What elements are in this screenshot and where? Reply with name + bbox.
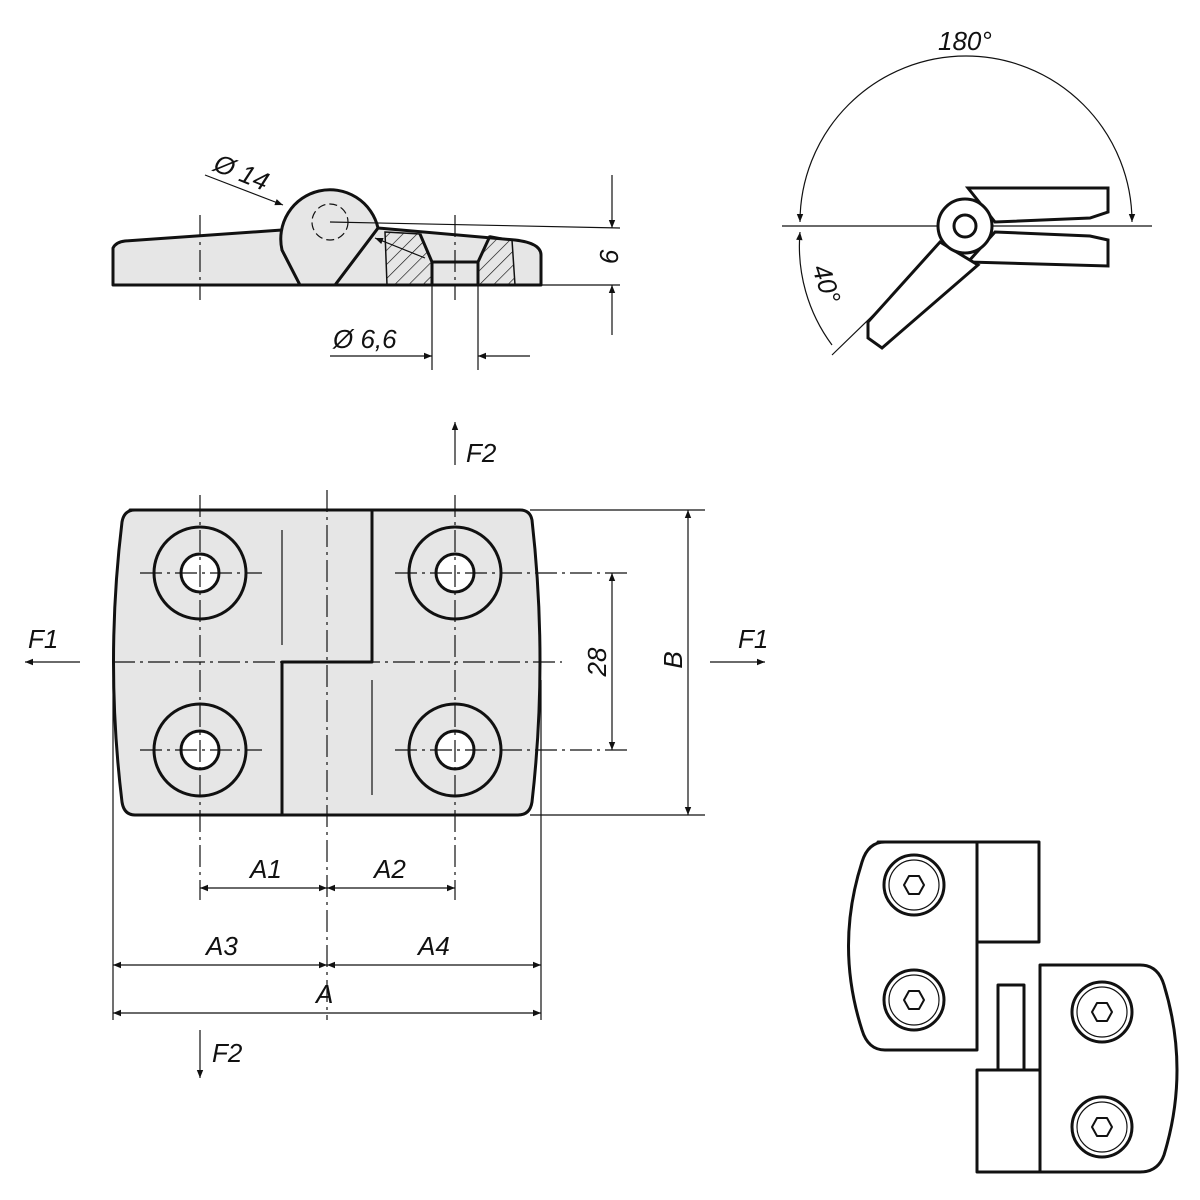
dim-a4-label: A4 (416, 931, 450, 961)
hole-diameter-label: Ø 6,6 (332, 324, 397, 354)
screws (882, 853, 1134, 1159)
top-view: 28 B F2 F2 F1 F1 A1 A2 A3 A4 A (25, 422, 768, 1078)
close-angle-label: 40° (806, 261, 847, 308)
force-f2-top-label: F2 (466, 438, 497, 468)
isometric-view (847, 840, 1179, 1174)
angle-view: 180° 40° (782, 26, 1152, 356)
side-view: 9 Ø 14 Ø 6,6 (111, 147, 624, 370)
dim-a-label: A (314, 979, 333, 1009)
force-f1-right-label: F1 (738, 624, 768, 654)
dim-a3-label: A3 (204, 931, 238, 961)
force-f1-left-label: F1 (28, 624, 58, 654)
dim-a2-label: A2 (372, 854, 406, 884)
force-f2-bottom-label: F2 (212, 1038, 243, 1068)
dim-a1-label: A1 (248, 854, 282, 884)
mounting-holes (140, 495, 630, 900)
hole-spacing-label: 28 (582, 647, 612, 677)
height-b-label: B (658, 651, 688, 668)
open-angle-label: 180° (938, 26, 992, 56)
height-dim-label: 9 (594, 249, 624, 263)
